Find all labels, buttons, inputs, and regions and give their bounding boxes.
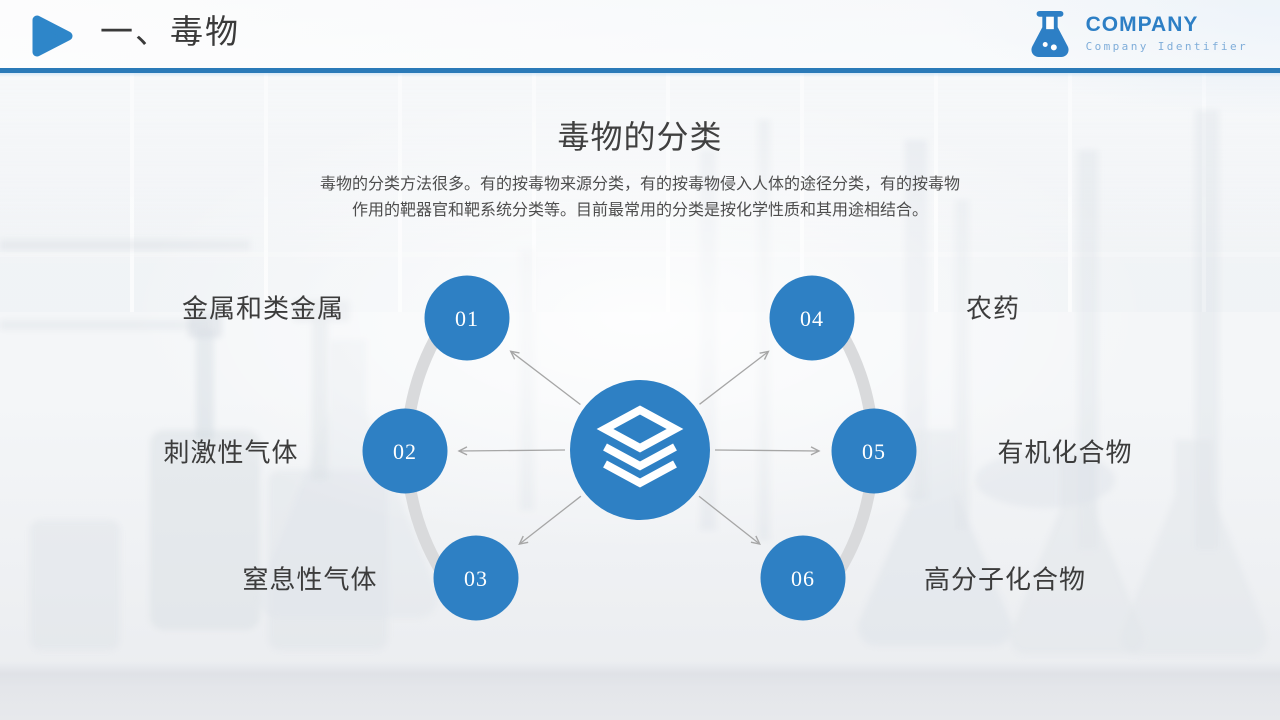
- arrow-to-node-02: [457, 446, 566, 456]
- arrow-to-node-04: [699, 350, 770, 405]
- arrow-to-node-01: [509, 350, 581, 406]
- content-description: 毒物的分类方法很多。有的按毒物来源分类，有的按毒物侵入人体的途径分类，有的按毒物…: [320, 176, 961, 219]
- node-number: 02: [393, 439, 417, 464]
- node-number: 01: [455, 306, 479, 331]
- section-title: 一、毒物: [100, 15, 240, 51]
- arrow-to-node-06: [698, 495, 761, 545]
- node-04: 04: [769, 275, 855, 361]
- node-number: 03: [464, 566, 488, 591]
- node-label-metals: 金属和类金属: [181, 294, 345, 324]
- node-06: 06: [760, 535, 846, 621]
- node-02: 02: [362, 408, 448, 494]
- node-label-polymer: 高分子化合物: [923, 565, 1087, 595]
- play-triangle-icon: [26, 12, 74, 60]
- layers-stack-icon: [596, 405, 684, 488]
- node-label-organic: 有机化合物: [997, 438, 1133, 468]
- company-logo: COMPANY Company Identifier: [1027, 8, 1248, 58]
- arrow-to-node-03: [518, 495, 582, 546]
- arrow-to-node-05: [714, 446, 821, 456]
- node-number: 06: [791, 566, 815, 591]
- company-name: COMPANY: [1085, 13, 1199, 36]
- radial-arrows: [457, 350, 821, 546]
- node-01: 01: [424, 275, 510, 361]
- node-number: 04: [800, 306, 824, 331]
- node-label-asphyxiant-gas: 窒息性气体: [242, 565, 378, 595]
- logo-text: COMPANY Company Identifier: [1086, 13, 1248, 53]
- flask-icon: [1031, 10, 1069, 57]
- node-number: 05: [862, 439, 886, 464]
- node-label-irritant-gas: 刺激性气体: [163, 438, 299, 468]
- header-glow-line: [0, 73, 1280, 77]
- node-05: 05: [831, 408, 917, 494]
- node-label-pesticide: 农药: [965, 294, 1021, 324]
- slide-header: 一、毒物 COMPANY Company Identifier: [0, 0, 1280, 73]
- center-hub: [570, 380, 710, 520]
- company-tagline: Company Identifier: [1085, 40, 1248, 53]
- node-03: 03: [433, 535, 519, 621]
- content-title: 毒物的分类: [557, 119, 723, 155]
